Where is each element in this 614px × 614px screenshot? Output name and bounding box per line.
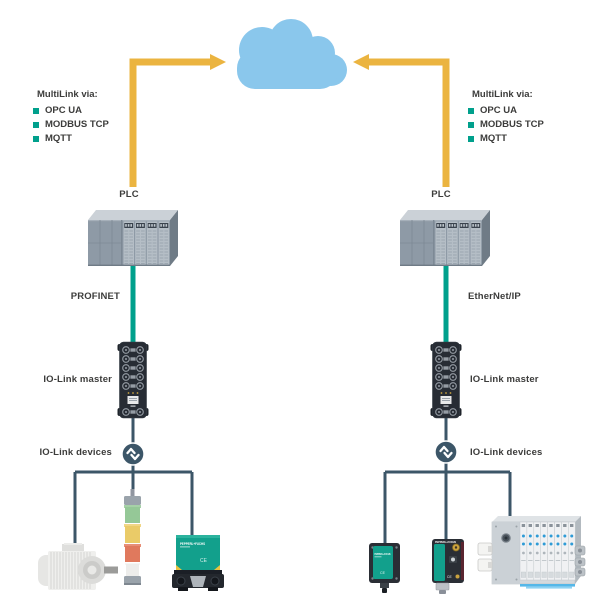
multilink-block-right: MultiLink via: OPC UA MODBUS TCP MQTT <box>468 89 598 148</box>
multilink-item: MQTT <box>468 134 598 144</box>
multilink-item: MQTT <box>33 134 163 144</box>
device-bus-right <box>383 418 512 544</box>
bullet-square-icon <box>33 136 39 142</box>
sensor-brand-text: PEPPERL+FUCHS <box>375 553 391 556</box>
bullet-square-icon <box>33 122 39 128</box>
io-link-master-right <box>431 342 462 418</box>
rfid-sensor-device: PEPPERL+FUCHS CE <box>172 535 224 591</box>
plc-label-right: PLC <box>431 189 451 200</box>
multilink-item: MODBUS TCP <box>33 120 163 130</box>
bullet-square-icon <box>468 136 474 142</box>
master-label-right: IO-Link master <box>470 374 539 385</box>
cloud-icon <box>237 19 347 89</box>
plc-illustration-left <box>88 210 178 266</box>
multilink-item: OPC UA <box>468 106 598 116</box>
sensor-ce-text: CE <box>380 571 386 575</box>
devices-label-right: IO-Link devices <box>470 447 543 458</box>
motor-device <box>38 543 118 590</box>
valve-terminal-device <box>477 516 586 589</box>
multilink-list: OPC UA MODBUS TCP MQTT <box>468 106 598 144</box>
uplink-arrow-right <box>353 54 450 187</box>
multilink-block-left: MultiLink via: OPC UA MODBUS TCP MQTT <box>33 89 163 148</box>
master-label-left: IO-Link master <box>43 374 112 385</box>
fieldbus-label-left: PROFINET <box>70 291 120 302</box>
io-link-master-left <box>118 342 149 418</box>
multilink-item: MODBUS TCP <box>468 120 598 130</box>
uplink-arrow-left <box>129 54 226 187</box>
multilink-item-label: MQTT <box>480 133 507 144</box>
multilink-item-label: OPC UA <box>45 105 82 116</box>
multilink-title: MultiLink via: <box>472 89 533 100</box>
plc-label-left: PLC <box>119 189 139 200</box>
io-link-icon-right <box>433 439 459 465</box>
sensor-ce-text: CE <box>447 575 452 579</box>
bullet-square-icon <box>468 122 474 128</box>
bullet-square-icon <box>33 108 39 114</box>
multilink-item-label: MQTT <box>45 133 72 144</box>
fieldbus-label-right: EtherNet/IP <box>468 291 521 302</box>
sensor-ce-text: CE <box>200 558 208 564</box>
multilink-item-label: MODBUS TCP <box>480 119 544 130</box>
multilink-item: OPC UA <box>33 106 163 116</box>
multilink-title: MultiLink via: <box>37 89 98 100</box>
devices-label-left: IO-Link devices <box>39 447 112 458</box>
sensor-brand-text: PEPPERL+FUCHS <box>435 541 456 544</box>
io-link-sensor-device: PEPPERL+FUCHS CE <box>432 539 464 594</box>
signal-tower-device <box>124 489 141 585</box>
multilink-item-label: MODBUS TCP <box>45 119 109 130</box>
io-link-icon-left <box>120 441 146 467</box>
multilink-item-label: OPC UA <box>480 105 517 116</box>
photoelectric-sensor-device: PEPPERL+FUCHS CE <box>369 543 400 593</box>
plc-illustration-right <box>400 210 490 266</box>
bullet-square-icon <box>468 108 474 114</box>
sensor-brand-text: PEPPERL+FUCHS <box>180 542 206 546</box>
multilink-list: OPC UA MODBUS TCP MQTT <box>33 106 163 144</box>
